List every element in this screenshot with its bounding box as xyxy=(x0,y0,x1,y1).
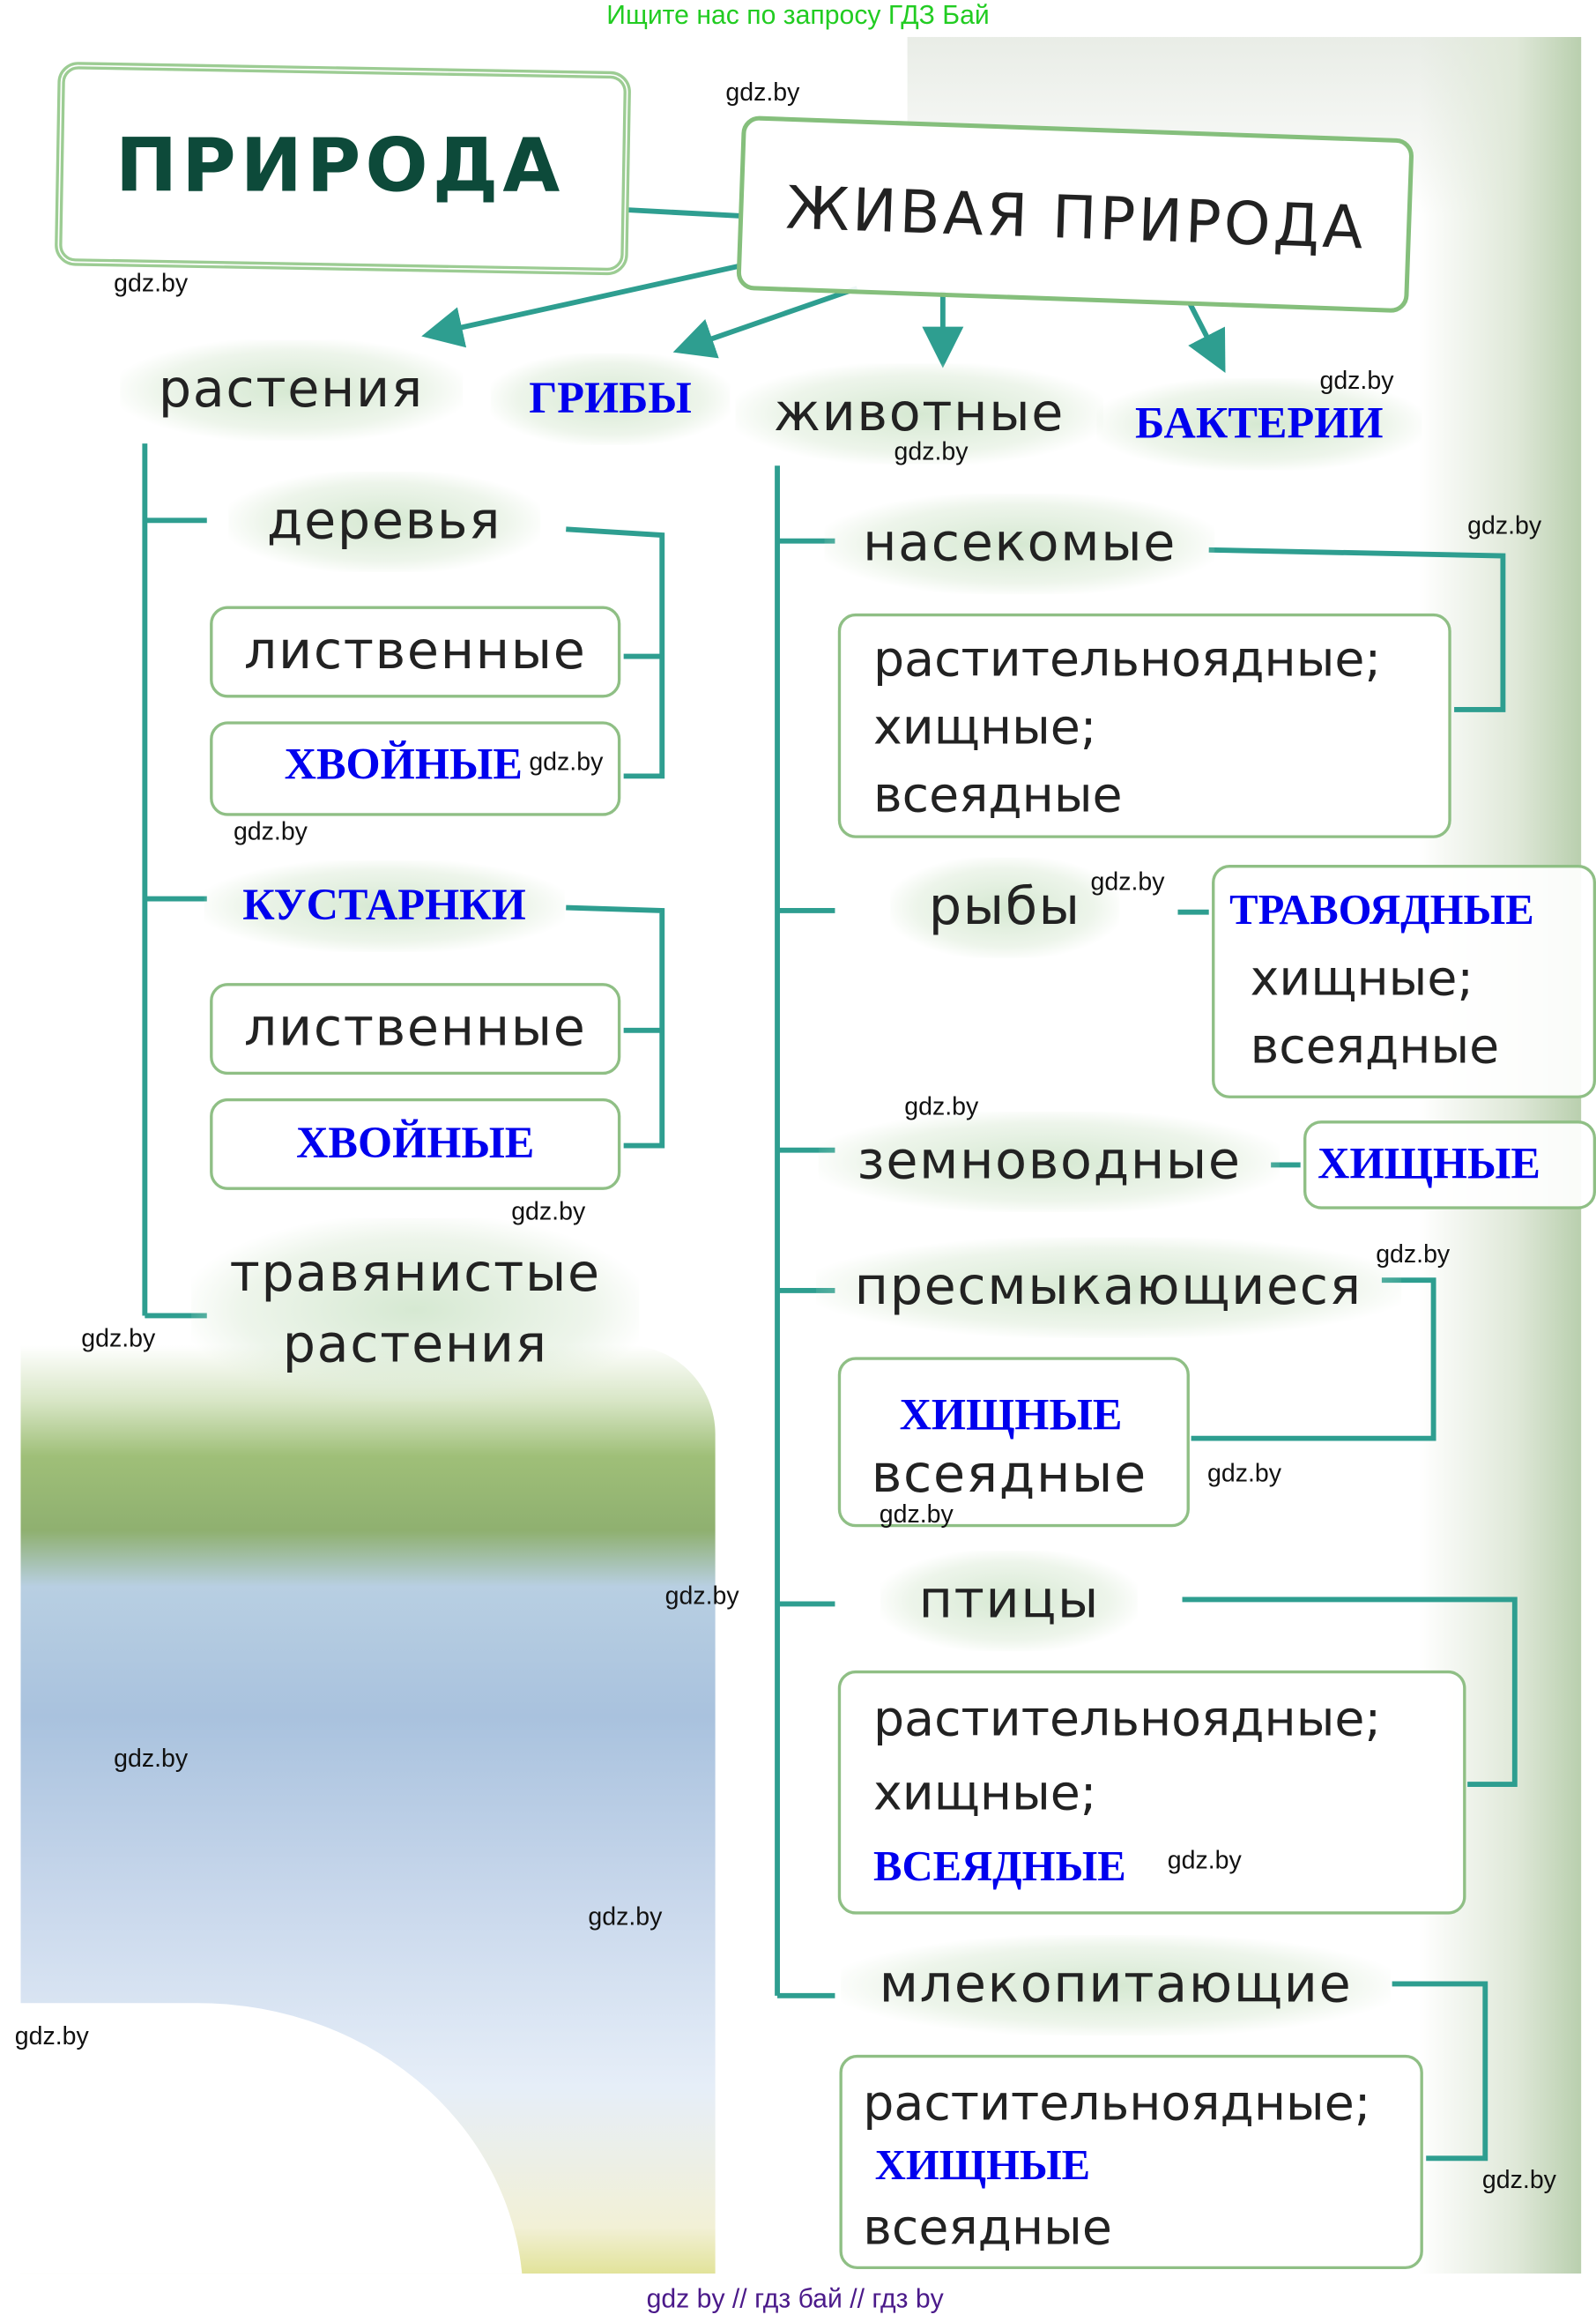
watermark: gdz.by xyxy=(664,1581,739,1611)
watermark: gdz.by xyxy=(1167,1846,1242,1875)
arrow-fungi xyxy=(672,286,858,359)
bottom-banner: gdz by // гдз бай // гдз by xyxy=(646,2283,944,2314)
top-banner: Ищите нас по запросу ГДЗ Бай xyxy=(606,0,990,30)
birds-diet-3: ВСЕЯДНЫЕ xyxy=(873,1843,1126,1891)
shrubs-deciduous-box xyxy=(210,983,621,1075)
insects-diet-box: растительноядные; хищные; всеядные xyxy=(837,613,1451,838)
root-label: ПРИРОДА xyxy=(115,123,565,209)
birds-diet-box: растительноядные; хищные; ВСЕЯДНЫЕ xyxy=(837,1670,1466,1915)
watermark: gdz.by xyxy=(114,1744,189,1773)
insects-label: насекомые xyxy=(824,494,1215,595)
amphibians-label: земноводные xyxy=(818,1112,1281,1213)
fish-diet-2: хищные; xyxy=(1250,949,1474,1007)
shrubs-deciduous: лиственные xyxy=(243,999,587,1059)
insects-bracket xyxy=(1208,547,1506,712)
watermark: gdz.by xyxy=(879,1500,954,1529)
birds-label: птицы xyxy=(880,1551,1139,1652)
herbs-line-2: растения xyxy=(282,1315,548,1375)
watermark: gdz.by xyxy=(114,269,189,298)
watermark: gdz.by xyxy=(81,1324,156,1353)
fish-diet-3: всеядные xyxy=(1250,1016,1500,1075)
root-connector xyxy=(627,207,739,219)
birds-bracket xyxy=(1182,1596,1518,1787)
mammals-label: млекопитающие xyxy=(841,1935,1392,2036)
mammals-diet-1: растительноядные; xyxy=(863,2073,1371,2132)
watermark: gdz.by xyxy=(1090,867,1165,897)
watermark: gdz.by xyxy=(529,748,604,777)
arrow-bacteria xyxy=(1187,301,1226,373)
kingdom-fungi: ГРИБЫ xyxy=(490,353,731,445)
watermark: gdz.by xyxy=(1207,1459,1282,1487)
kingdom-animals: животные xyxy=(735,363,1103,465)
kingdom-bacteria: БАКТЕРИИ xyxy=(1096,378,1422,471)
trees-conifer-box xyxy=(210,721,621,816)
amphibians-diet-box xyxy=(1303,1120,1596,1209)
herbs-label: травянистые растения xyxy=(191,1217,640,1402)
watermark: gdz.by xyxy=(1376,1239,1451,1269)
amphibians-diet-1: ХИЩНЫЕ xyxy=(1318,1139,1540,1189)
herbs-line-1: травянистые xyxy=(229,1244,601,1305)
watermark: gdz.by xyxy=(894,437,969,466)
insects-diet-3: всеядные xyxy=(873,765,1123,824)
reptiles-diet-2: всеядные xyxy=(871,1446,1147,1506)
shrubs-label: КУСТАРНКИ xyxy=(204,860,565,952)
watermark: gdz.by xyxy=(511,1197,586,1226)
watermark: gdz.by xyxy=(1467,511,1542,540)
birds-diet-1: растительноядные; xyxy=(873,1689,1382,1748)
trees-deciduous: лиственные xyxy=(243,621,587,682)
mammals-diet-3: всеядные xyxy=(863,2198,1112,2256)
shrubs-conifer: ХВОЙНЫЕ xyxy=(296,1119,535,1168)
watermark: gdz.by xyxy=(904,1092,979,1121)
watermark: gdz.by xyxy=(233,817,308,846)
trees-conifer: ХВОЙНЫЕ xyxy=(284,741,523,790)
arrow-plants xyxy=(421,263,740,348)
trees-label: деревья xyxy=(228,471,540,572)
fish-diet-1: ТРАВОЯДНЫЕ xyxy=(1229,887,1534,934)
insects-diet-2: хищные; xyxy=(873,697,1097,755)
reptiles-bracket xyxy=(1191,1277,1436,1441)
reptiles-label: пресмыкающиеся xyxy=(816,1237,1401,1338)
mammals-diet-box: растительноядные; ХИЩНЫЕ всеядные xyxy=(839,2054,1423,2270)
reptiles-diet-box xyxy=(837,1357,1190,1528)
insects-diet-1: растительноядные; xyxy=(873,629,1382,688)
reptiles-diet-1: ХИЩНЫЕ xyxy=(899,1390,1123,1440)
watermark: gdz.by xyxy=(588,1902,663,1931)
watermark: gdz.by xyxy=(14,2021,89,2050)
fish-diet-box: ТРАВОЯДНЫЕ хищные; всеядные xyxy=(1212,864,1596,1098)
trees-deciduous-box xyxy=(210,606,621,698)
kingdom-plants: растения xyxy=(120,339,463,441)
watermark: gdz.by xyxy=(1481,2165,1556,2194)
watermark: gdz.by xyxy=(725,78,800,107)
fish-label: рыбы xyxy=(890,857,1120,958)
birds-diet-2: хищные; xyxy=(873,1763,1097,1821)
shrubs-conifer-box xyxy=(210,1098,621,1190)
watermark: gdz.by xyxy=(1319,366,1394,395)
mammals-bracket xyxy=(1392,1981,1488,2162)
mammals-diet-2: ХИЩНЫЕ xyxy=(874,2141,1091,2190)
